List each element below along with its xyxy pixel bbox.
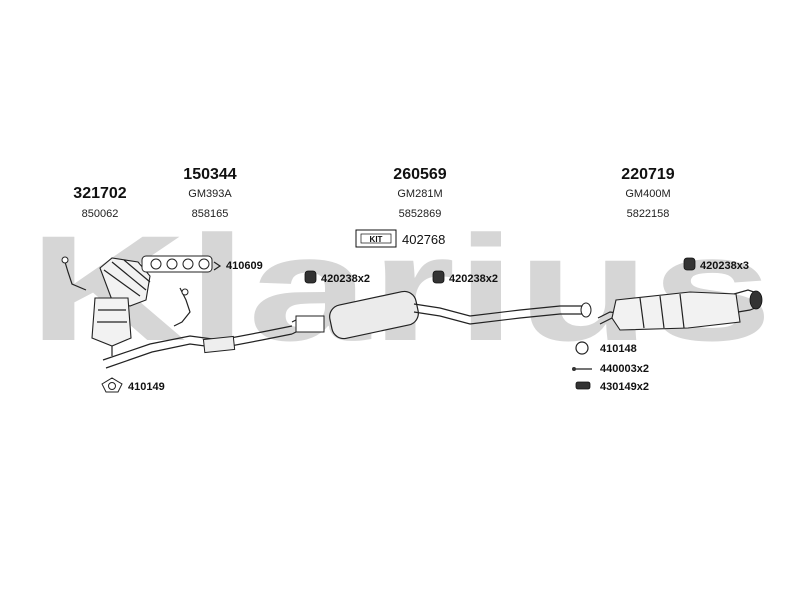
component-150344[interactable]: 150344 GM393A 858165 (183, 166, 236, 220)
part-code: GM400M (625, 188, 670, 200)
ref-label: 410149 (128, 381, 165, 393)
manifold-catalyst-part[interactable] (61, 256, 151, 356)
oe-number: 858165 (192, 208, 229, 220)
bolt-head-icon (572, 367, 576, 371)
centre-clamp (295, 315, 325, 333)
flex-joint (202, 335, 236, 354)
centre-outlet-lower (413, 311, 584, 325)
part-number: 260569 (393, 166, 446, 183)
front-pipe-part[interactable] (102, 287, 293, 369)
rear-silencer-body (611, 291, 741, 331)
front-sensor-lead (173, 287, 191, 327)
oe-number: 5852869 (399, 208, 442, 220)
part-code: GM281M (397, 188, 442, 200)
component-220719[interactable]: 220719 GM400M 5822158 (621, 166, 674, 220)
part-number: 220719 (621, 166, 674, 183)
lambda-sensor-lead (64, 261, 87, 291)
kit-box-inner (360, 233, 392, 244)
ref-label: 420238x2 (449, 273, 498, 285)
flange-gasket-icon (101, 377, 123, 393)
ref-420238-c[interactable]: 420238x3 (683, 257, 749, 272)
gasket-small-icon (213, 261, 222, 271)
ref-label: 420238x3 (700, 260, 749, 272)
rear-silencer-seams (639, 293, 685, 329)
ref-420238-b[interactable]: 420238x2 (432, 270, 498, 285)
gasket-port (198, 258, 210, 270)
ref-label: 430149x2 (600, 381, 649, 393)
centre-silencer-body (329, 290, 419, 340)
ref-label: 440003x2 (600, 363, 649, 375)
ref-410149[interactable]: 410149 (101, 377, 165, 393)
part-code: GM393A (188, 188, 232, 200)
ref-430149[interactable]: 430149x2 (575, 381, 649, 393)
tailpipe-end (749, 290, 763, 310)
gasket-port (182, 258, 194, 270)
centre-silencer-part[interactable] (291, 289, 592, 341)
rear-silencer-part[interactable] (597, 289, 763, 331)
front-sensor-icon (181, 288, 189, 296)
gasket-port (150, 258, 162, 270)
clamp-icon (304, 270, 317, 284)
front-pipe-upper (102, 325, 293, 361)
component-260569[interactable]: 260569 GM281M 5852869 (393, 166, 446, 220)
ref-label: 410609 (226, 260, 263, 272)
clamp-icon (432, 270, 445, 284)
ref-420238-a[interactable]: 420238x2 (304, 270, 370, 285)
ref-440003[interactable]: 440003x2 (572, 363, 649, 375)
ref-410148[interactable]: 410148 (575, 341, 637, 355)
component-321702[interactable]: 321702 850062 (73, 185, 126, 220)
clamp-icon (683, 257, 696, 271)
gasket-port (166, 258, 178, 270)
centre-outlet-upper (413, 303, 584, 317)
manifold-runners (103, 259, 151, 297)
ref-label: 410148 (600, 343, 637, 355)
part-number: 321702 (73, 185, 126, 202)
kit-label: KIT (370, 235, 383, 244)
ref-label: 420238x2 (321, 273, 370, 285)
kit-number: 402768 (402, 232, 445, 247)
part-number: 150344 (183, 166, 236, 183)
catalyst-seams (97, 309, 127, 323)
flange-gasket-hole (108, 382, 116, 390)
ref-410609[interactable]: 410609 (213, 260, 263, 272)
centre-flange (580, 302, 592, 318)
oe-number: 850062 (82, 208, 119, 220)
nut-icon (575, 381, 591, 390)
kit-reference[interactable]: KIT 402768 (355, 229, 445, 248)
manifold-gasket-part[interactable] (141, 255, 213, 273)
lambda-sensor-icon (61, 256, 69, 264)
ring-gasket-icon (575, 341, 589, 355)
oe-number: 5822158 (627, 208, 670, 220)
